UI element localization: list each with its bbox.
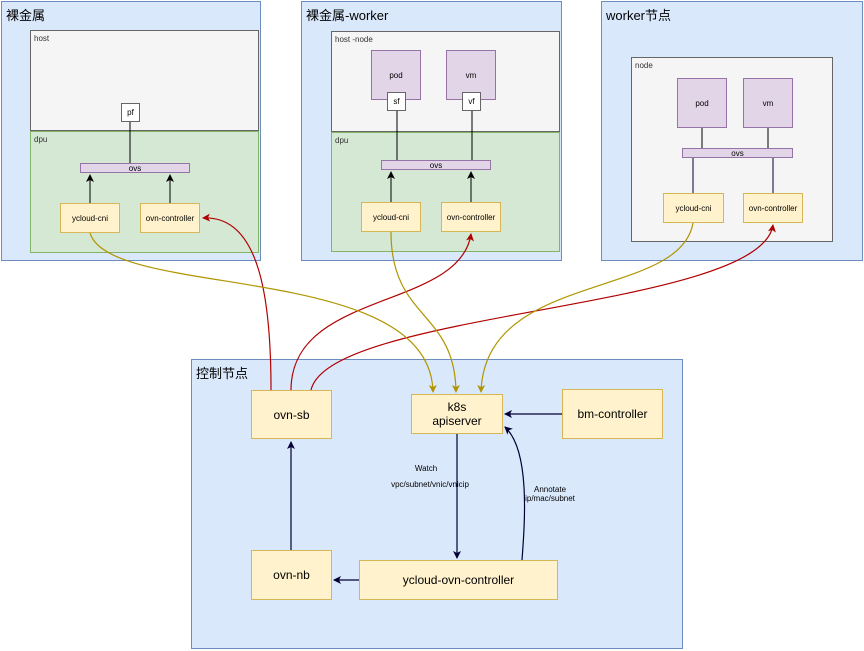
ovn-controller-box: ovn-controller xyxy=(743,193,803,223)
region-title: worker节点 xyxy=(606,8,672,23)
annotate-fields-label: ip/mac/subnet xyxy=(525,494,575,503)
worker-bm-cni-to-apiserver-link xyxy=(390,231,460,393)
worker-cni-to-apiserver-link xyxy=(477,222,694,393)
sb-to-bm-controller-link xyxy=(202,213,272,391)
ovn-controller-box: ovn-controller xyxy=(140,203,200,233)
watch-resources-label: vpc/subnet/vnic/vnicip xyxy=(391,480,469,489)
annotate-link xyxy=(504,426,526,561)
host-box: host xyxy=(30,30,259,131)
ovn-controller-box: ovn-controller xyxy=(441,202,501,232)
host-label: host -node xyxy=(335,35,373,44)
pod-box: pod xyxy=(677,78,727,128)
region-title: 裸金属-worker xyxy=(306,8,389,23)
sf-port: sf xyxy=(387,92,406,111)
ycloud-cni-box: ycloud-cni xyxy=(60,203,120,233)
k8s-apiserver-box: k8s apiserver xyxy=(411,394,503,434)
cni-to-apiserver-link xyxy=(89,232,437,393)
k8s-line2: apiserver xyxy=(432,414,482,428)
pf-port: pf xyxy=(121,103,140,122)
watch-label: Watch xyxy=(414,464,438,473)
dpu-box: dpu xyxy=(331,132,560,252)
ovs-bridge: ovs xyxy=(682,148,793,158)
vm-box: vm xyxy=(446,50,496,100)
bm-controller-box: bm-controller xyxy=(562,389,663,439)
host-label: host xyxy=(34,34,50,43)
host-node-box: host -node xyxy=(331,31,560,132)
ovs-bridge: ovs xyxy=(381,160,491,170)
dpu-label: dpu xyxy=(34,135,48,144)
ycloud-cni-box: ycloud-cni xyxy=(663,193,724,223)
pod-box: pod xyxy=(371,50,421,100)
sb-to-worker-controller-link xyxy=(310,224,776,391)
ovn-nb-box: ovn-nb xyxy=(251,550,332,600)
region-title: 裸金属 xyxy=(6,8,46,23)
region-title: 控制节点 xyxy=(196,366,249,381)
annotate-label: Annotate xyxy=(533,485,567,494)
ovs-bridge: ovs xyxy=(80,163,190,173)
node-label: node xyxy=(635,61,653,70)
dpu-label: dpu xyxy=(335,136,349,145)
ovn-sb-box: ovn-sb xyxy=(251,390,332,439)
ycloud-cni-box: ycloud-cni xyxy=(361,202,421,232)
vm-box: vm xyxy=(743,78,793,128)
vf-port: vf xyxy=(462,92,481,111)
k8s-line1: k8s xyxy=(447,400,467,414)
ycloud-ovn-controller-box: ycloud-ovn-controller xyxy=(359,560,558,600)
sb-to-worker-bm-controller-link xyxy=(290,233,474,391)
